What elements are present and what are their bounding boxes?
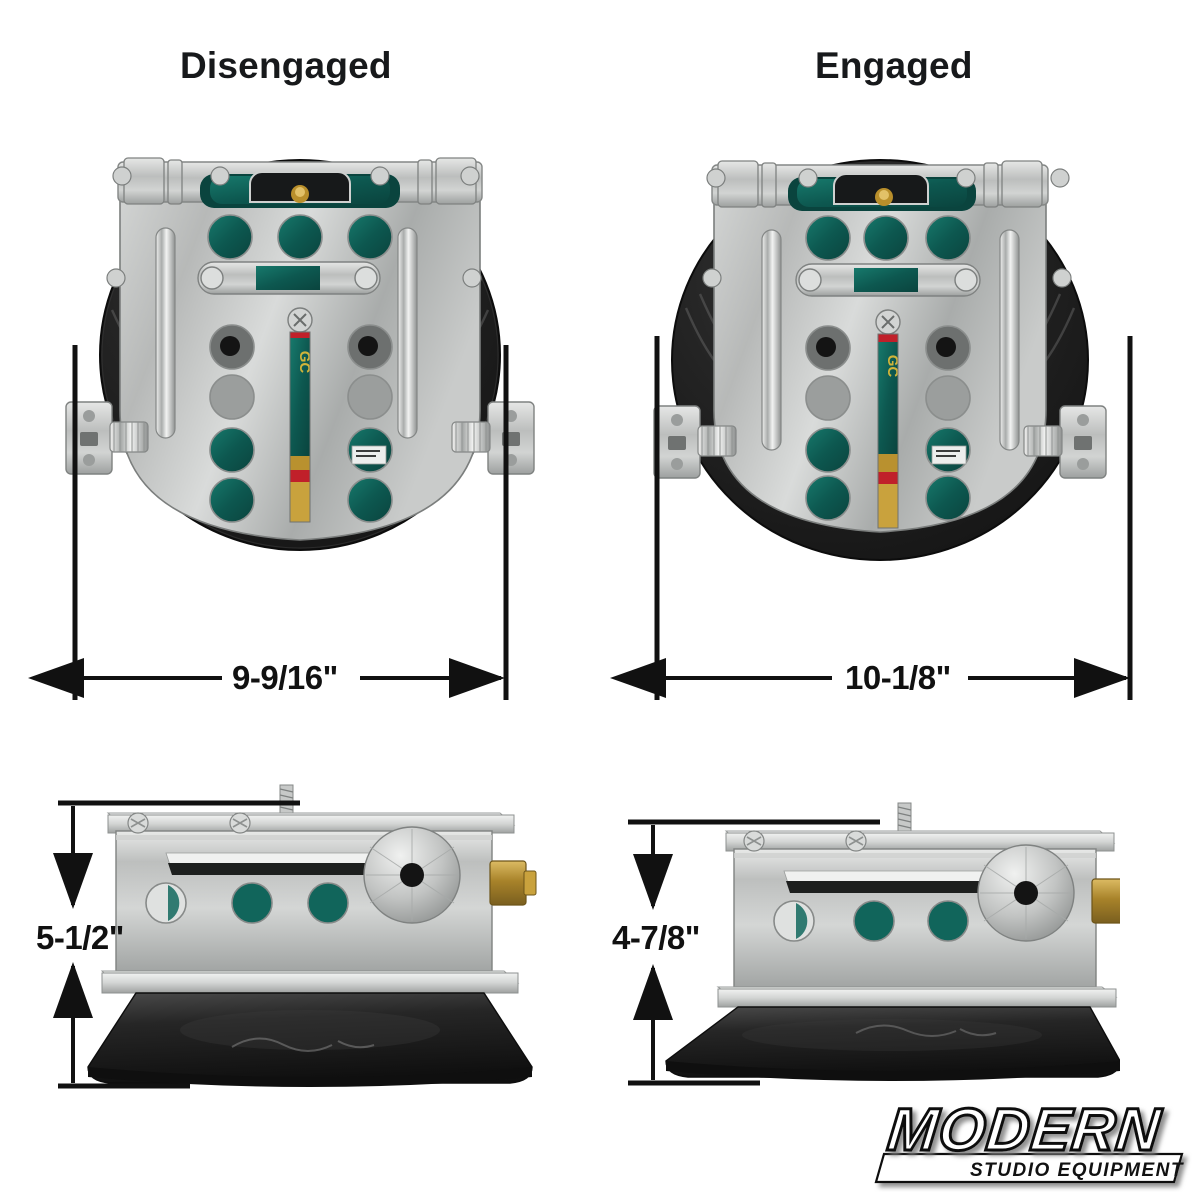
- dimension-label-height-disengaged: 5-1/2": [36, 919, 124, 956]
- dimension-label-width-disengaged: 9-9/16": [232, 659, 338, 696]
- logo-secondary-text: STUDIO EQUIPMENT: [970, 1160, 1184, 1181]
- panel-title-engaged: Engaged: [815, 45, 973, 86]
- product-front-view-disengaged: GC: [60, 110, 540, 590]
- product-side-view-disengaged: [80, 775, 540, 1090]
- dimension-label-width-engaged: 10-1/8": [845, 659, 951, 696]
- svg-text:GC: GC: [884, 355, 901, 378]
- svg-text:GC: GC: [296, 351, 313, 374]
- logo-primary-text: MODERN: [885, 1096, 1165, 1163]
- product-side-view-engaged: [660, 775, 1120, 1090]
- brand-logo: MODERN STUDIO EQUIPMENT: [862, 1092, 1192, 1192]
- dimension-label-height-engaged: 4-7/8": [612, 919, 700, 956]
- product-front-view-engaged: GC: [640, 110, 1120, 590]
- panel-title-disengaged: Disengaged: [180, 45, 392, 86]
